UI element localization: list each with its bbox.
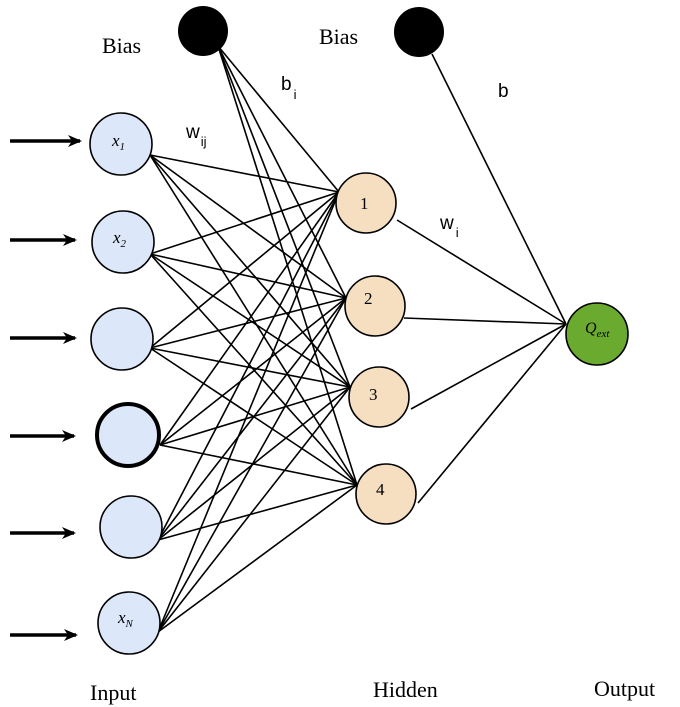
edge-input-5-hidden-1	[157, 191, 340, 541]
layer-label-input: Input	[90, 680, 136, 705]
edge-bias-hidden-4	[217, 45, 358, 486]
output-node-label: Qext	[585, 320, 610, 340]
input-node-2	[91, 210, 155, 274]
edge-input-5-hidden-3	[157, 386, 351, 541]
hidden-node-1-label: 1	[360, 194, 369, 213]
edge-input-1-hidden-4	[149, 154, 358, 486]
edge-input-2-hidden-3	[149, 253, 351, 388]
hidden-node-4-label: 4	[376, 480, 385, 499]
edge-input-1-hidden-3	[149, 154, 351, 388]
input-node-5	[99, 495, 163, 559]
hidden-node-4	[355, 463, 417, 525]
hidden-layer	[335, 172, 417, 525]
hidden-node-3	[348, 366, 410, 428]
edge-input-6-hidden-2	[157, 297, 347, 633]
hidden-node-1	[335, 172, 397, 234]
input-node-6	[97, 591, 161, 655]
hidden-node-2-label: 2	[364, 289, 373, 308]
edge-hidden-3-output	[410, 323, 567, 410]
edge-input-5-hidden-2	[157, 297, 347, 541]
bias-node-output	[394, 7, 444, 57]
edge-bias-output	[431, 53, 567, 325]
input-arrows	[10, 135, 82, 641]
edge-input-5-hidden-4	[157, 484, 358, 541]
hidden-node-2	[344, 275, 406, 337]
edge-input-2-hidden-4	[149, 253, 358, 486]
weight-label-wij: wij	[185, 122, 207, 149]
hidden-node-3-label: 3	[369, 385, 378, 404]
input-node-1-label: x1	[111, 131, 125, 153]
input-node-6-label: xN	[117, 608, 134, 630]
edge-input-6-hidden-3	[157, 386, 351, 633]
edge-bias-hidden-1	[217, 45, 340, 193]
layer-label-output: Output	[594, 676, 655, 701]
edge-input-4-hidden-4	[159, 444, 358, 486]
input-node-2-label: x2	[112, 228, 127, 250]
bias-label-left: Bias	[102, 33, 141, 58]
edge-input-1-hidden-2	[149, 154, 347, 299]
edge-input-4-hidden-2	[159, 297, 347, 446]
edge-input-4-hidden-1	[159, 191, 340, 446]
edge-input-3-hidden-2	[149, 297, 347, 349]
edge-input-2-hidden-1	[149, 191, 340, 255]
edge-input-6-hidden-4	[157, 484, 358, 633]
edge-hidden-2-output	[403, 317, 567, 325]
edge-bias-hidden-2	[217, 45, 347, 299]
edge-bias-hidden-3	[217, 45, 351, 388]
layer-label-hidden: Hidden	[373, 677, 438, 702]
input-node-4	[95, 402, 161, 468]
input-layer	[89, 112, 163, 655]
input-node-3	[90, 307, 154, 371]
edge-input-6-hidden-1	[157, 191, 340, 633]
edge-hidden-4-output	[417, 323, 567, 504]
edge-hidden-1-output	[396, 219, 567, 325]
edge-input-1-hidden-1	[149, 154, 340, 193]
edge-input-3-hidden-3	[149, 347, 351, 388]
edge-input-3-hidden-1	[149, 191, 340, 349]
input-node-1	[89, 112, 153, 176]
output-node	[565, 302, 629, 366]
bias-weight-label-b: b	[498, 81, 509, 102]
connections	[149, 45, 567, 633]
bias-node-hidden	[178, 6, 228, 56]
bias-label-right: Bias	[319, 24, 358, 49]
